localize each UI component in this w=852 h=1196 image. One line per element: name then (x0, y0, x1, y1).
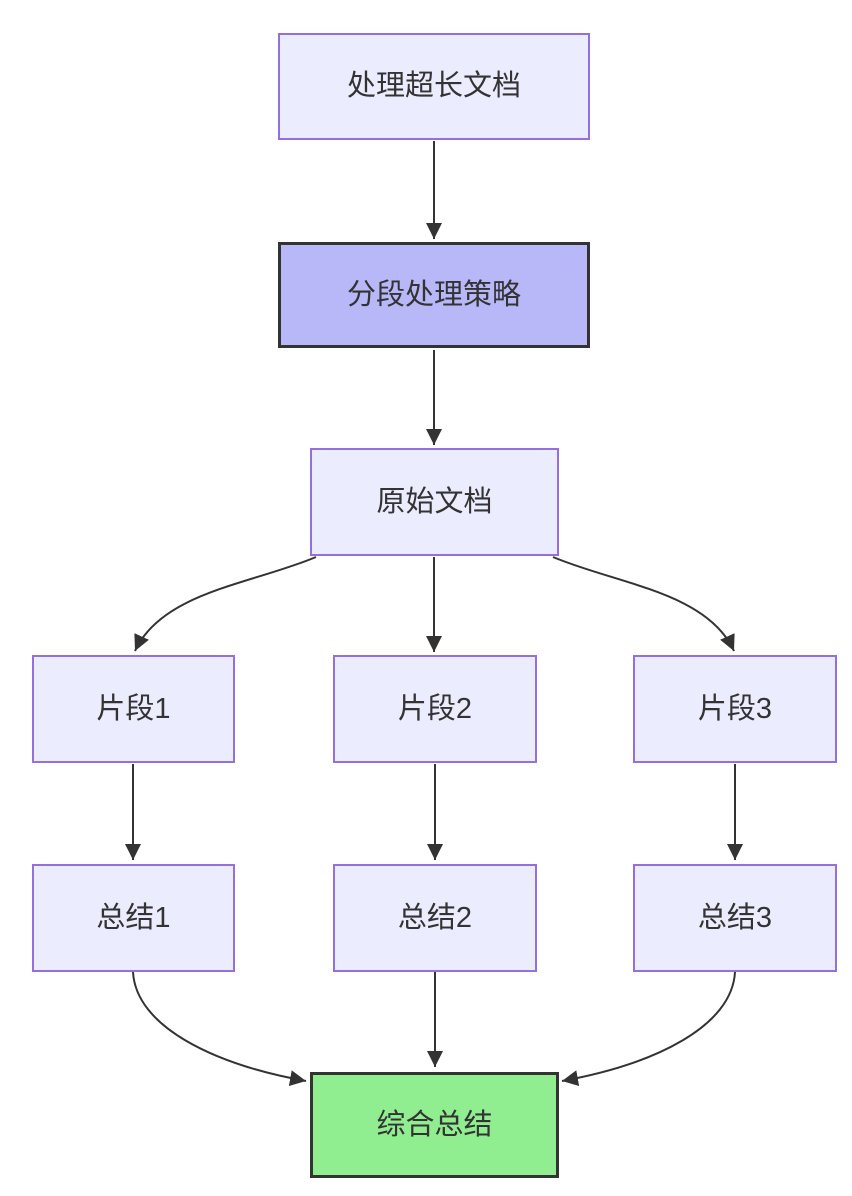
node-summary-3-label: 总结3 (697, 901, 773, 934)
node-fragment-1-label: 片段1 (96, 692, 171, 725)
edge-summary-3-to-final-summary (561, 971, 736, 1087)
node-final-summary: 综合总结 (310, 1072, 559, 1178)
node-fragment-2: 片段2 (333, 655, 537, 763)
node-summary-3: 总结3 (633, 864, 837, 972)
node-summary-1-label: 总结1 (96, 901, 171, 934)
node-segment-strategy: 分段处理策略 (278, 242, 590, 348)
edge-summary-1-to-final-summary (132, 971, 307, 1087)
node-original-doc-label: 原始文档 (376, 485, 493, 518)
node-process-long-doc: 处理超长文档 (278, 33, 590, 140)
edge-original-doc-to-fragment-1 (134, 556, 317, 652)
node-summary-2-label: 总结2 (397, 901, 473, 934)
node-summary-2: 总结2 (333, 864, 537, 972)
node-summary-1: 总结1 (32, 864, 235, 972)
node-fragment-1: 片段1 (32, 655, 235, 763)
node-process-long-doc-label: 处理超长文档 (346, 70, 521, 103)
node-fragment-3-label: 片段3 (697, 692, 773, 725)
node-fragment-2-label: 片段2 (397, 692, 473, 725)
node-fragment-3: 片段3 (633, 655, 837, 763)
node-original-doc: 原始文档 (310, 448, 559, 556)
edge-original-doc-to-fragment-3 (552, 556, 735, 652)
node-segment-strategy-label: 分段处理策略 (346, 278, 521, 311)
node-final-summary-label: 综合总结 (376, 1108, 493, 1141)
